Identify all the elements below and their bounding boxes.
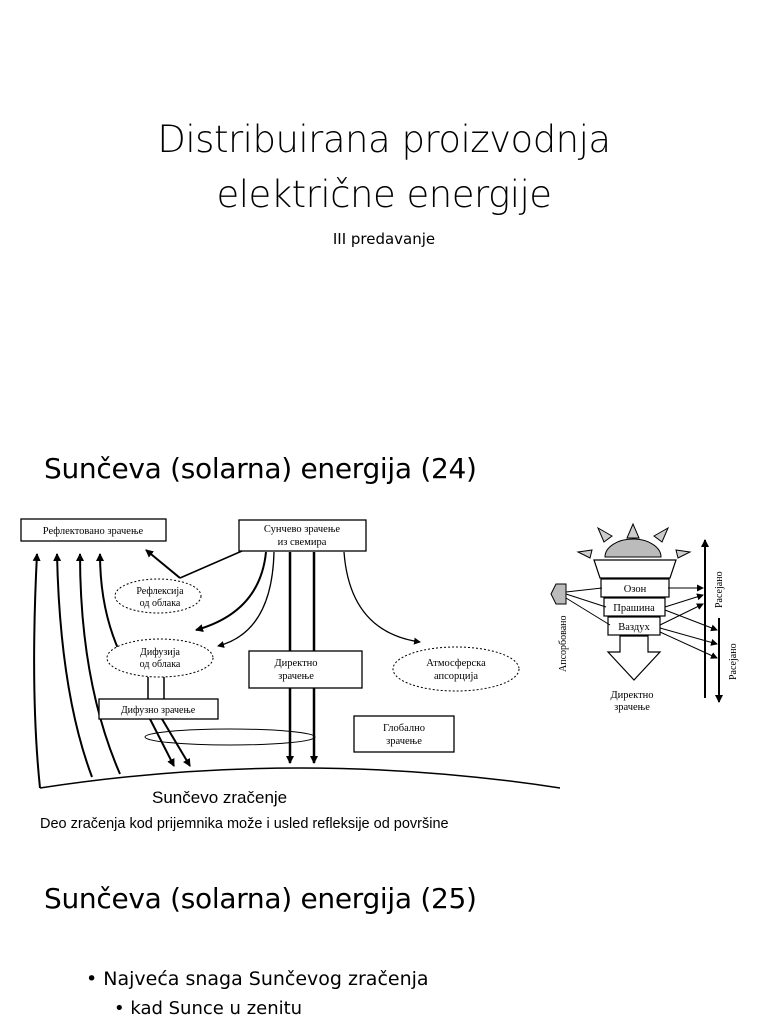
direct-label-2: зрачење: [278, 671, 314, 682]
space-radiation-box: [238, 519, 367, 552]
space-radiation-label-1: Сунчево зрачење: [264, 524, 340, 535]
reflected-label: Рефлектовано зрачење: [43, 526, 144, 537]
cloud-diffusion-ellipse: [106, 638, 214, 678]
atmos-label-1: Атмосферска: [426, 658, 486, 669]
cloud-reflection-label-1: Рефлексија: [136, 586, 184, 597]
earth-surface: [39, 767, 561, 789]
solar-energy-slide-24: Sunčeva (solarna) energija (24) Рефлекто…: [0, 430, 768, 840]
global-label-2: зрачење: [386, 736, 422, 747]
diffuse-label: Дифузно зрачење: [121, 705, 196, 716]
direct-box: [248, 650, 363, 689]
direct-right-label-2: зрачење: [614, 702, 650, 713]
scattered-top-label: Расејано: [714, 571, 725, 608]
slide-heading: Sunčeva (solarna) energija (24): [44, 452, 477, 485]
dust-label: Прашина: [613, 603, 655, 614]
reflected-box: [20, 518, 167, 542]
diagram-caption-text: Deo zračenja kod prijemnika može i usled…: [40, 816, 449, 832]
global-label-1: Глобално: [383, 723, 425, 734]
slide-heading: Sunčeva (solarna) energija (25): [44, 882, 477, 915]
diagram-caption-title: Sunčevo zračenje: [152, 788, 288, 807]
slide-subtitle: III predavanje: [332, 230, 436, 248]
bullet-item: • Najveća snaga Sunčevog zračenja: [86, 968, 429, 990]
atmospheric-absorption-ellipse: [392, 646, 520, 692]
global-radiation-ellipse: [144, 728, 316, 746]
atmos-label-2: апсорција: [434, 671, 478, 682]
sun-icon: [576, 522, 692, 559]
direct-label-1: Директно: [274, 658, 317, 669]
sub-bullet-item: • kad Sunce u zenitu: [114, 998, 303, 1019]
title-line-2: električne energije: [216, 173, 552, 216]
diffuse-box: [98, 698, 219, 720]
air-label: Ваздух: [618, 622, 650, 633]
absorbed-label: Апсорбовано: [558, 616, 569, 672]
cloud-diffusion-label-1: Дифузија: [140, 647, 180, 658]
cloud-reflection-label-2: од облака: [140, 598, 181, 609]
global-box: [353, 715, 455, 753]
title-line-1: Distribuirana proizvodnja: [157, 118, 611, 161]
space-radiation-label-2: из свемира: [278, 537, 327, 548]
title-slide: Distribuirana proizvodnja električne ene…: [0, 0, 768, 415]
solar-energy-slide-25: Sunčeva (solarna) energija (25) • Najveć…: [0, 860, 768, 1024]
slide-title: Distribuirana proizvodnja električne ene…: [0, 112, 768, 222]
solar-radiation-diagram: Рефлектовано зрачење Сунчево зрачење из …: [20, 518, 739, 789]
cloud-reflection-ellipse: [114, 578, 202, 614]
direct-right-label-1: Директно: [610, 690, 653, 701]
ozone-label: Озон: [624, 584, 647, 595]
direct-arrow-icon: [606, 635, 662, 681]
cloud-diffusion-label-2: од облака: [140, 659, 181, 670]
scattered-bottom-label: Расејано: [728, 643, 739, 680]
